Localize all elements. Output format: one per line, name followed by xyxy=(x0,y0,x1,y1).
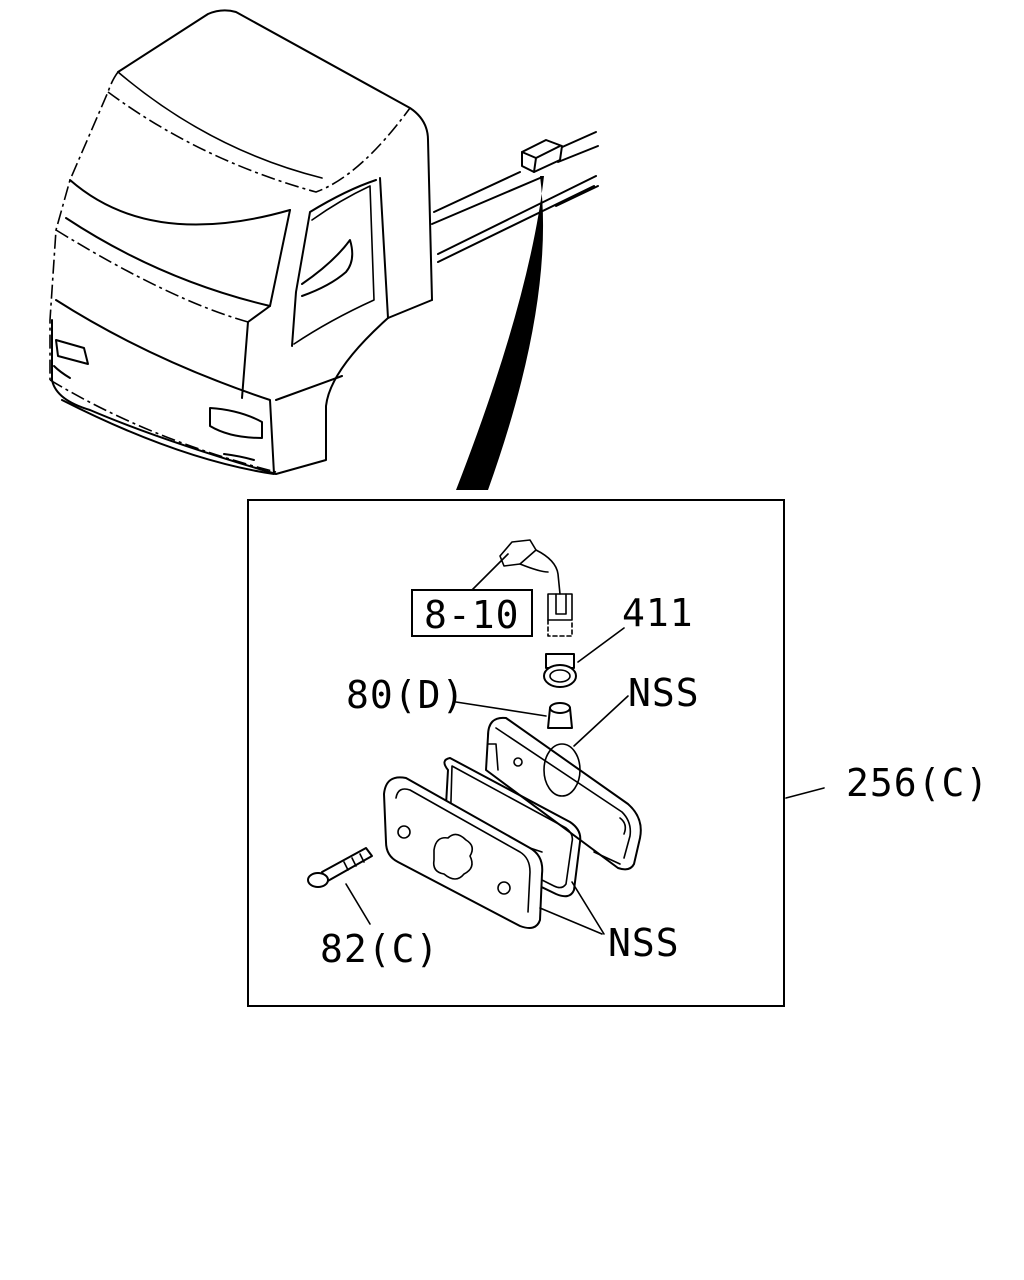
lamp-housing xyxy=(485,716,642,871)
part-label-256c: 256(C) xyxy=(846,761,989,805)
wiring-connector xyxy=(499,539,573,637)
bulb xyxy=(547,702,573,729)
screw xyxy=(307,847,373,888)
nss-label-bottom: NSS xyxy=(608,921,680,965)
reference-label: 8-10 xyxy=(424,593,520,637)
location-leader xyxy=(456,176,544,490)
lamp-lens xyxy=(383,776,544,929)
bulb-socket xyxy=(543,653,577,688)
gasket xyxy=(443,757,582,898)
part-label-411: 411 xyxy=(622,591,694,635)
nss-label-top: NSS xyxy=(628,671,700,715)
truck-cab-illustration xyxy=(49,9,599,475)
part-label-80d: 80(D) xyxy=(346,673,465,717)
detail-inset-box xyxy=(247,499,785,1007)
part-label-82c: 82(C) xyxy=(320,927,439,971)
